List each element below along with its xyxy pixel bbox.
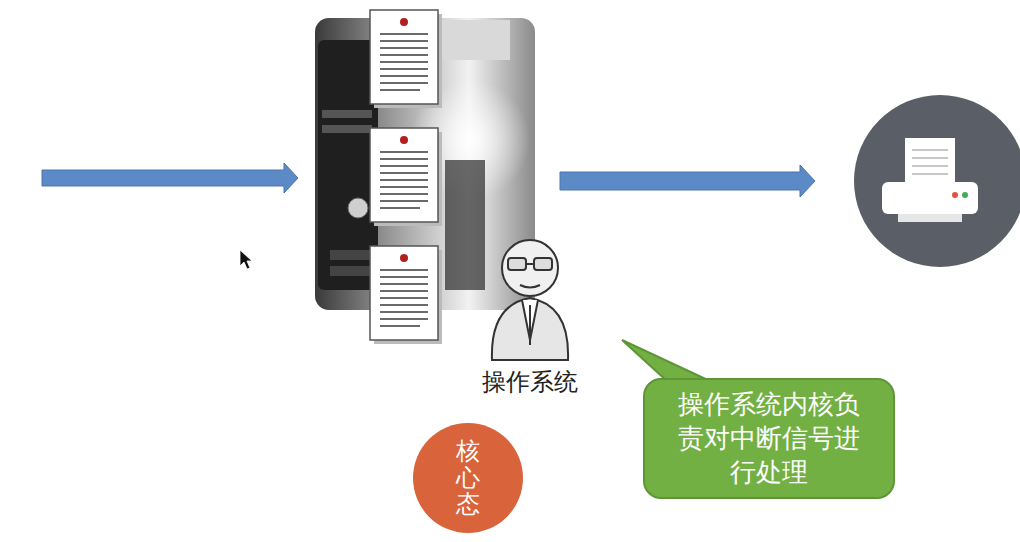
input-arrow	[42, 163, 298, 193]
output-arrow	[560, 165, 815, 197]
mouse-cursor	[240, 250, 252, 269]
callout-tail	[622, 340, 712, 382]
person-label: 操作系统	[482, 366, 578, 398]
state-circle: 核心态	[413, 423, 523, 533]
callout-text: 操作系统内核负责对中断信号进行处理	[673, 388, 865, 489]
vertical-text: 核心态	[456, 438, 480, 517]
person-figure	[492, 240, 568, 360]
printer-icon	[854, 95, 1020, 267]
document-icons	[370, 10, 442, 344]
callout-bubble: 操作系统内核负责对中断信号进行处理	[643, 378, 895, 499]
